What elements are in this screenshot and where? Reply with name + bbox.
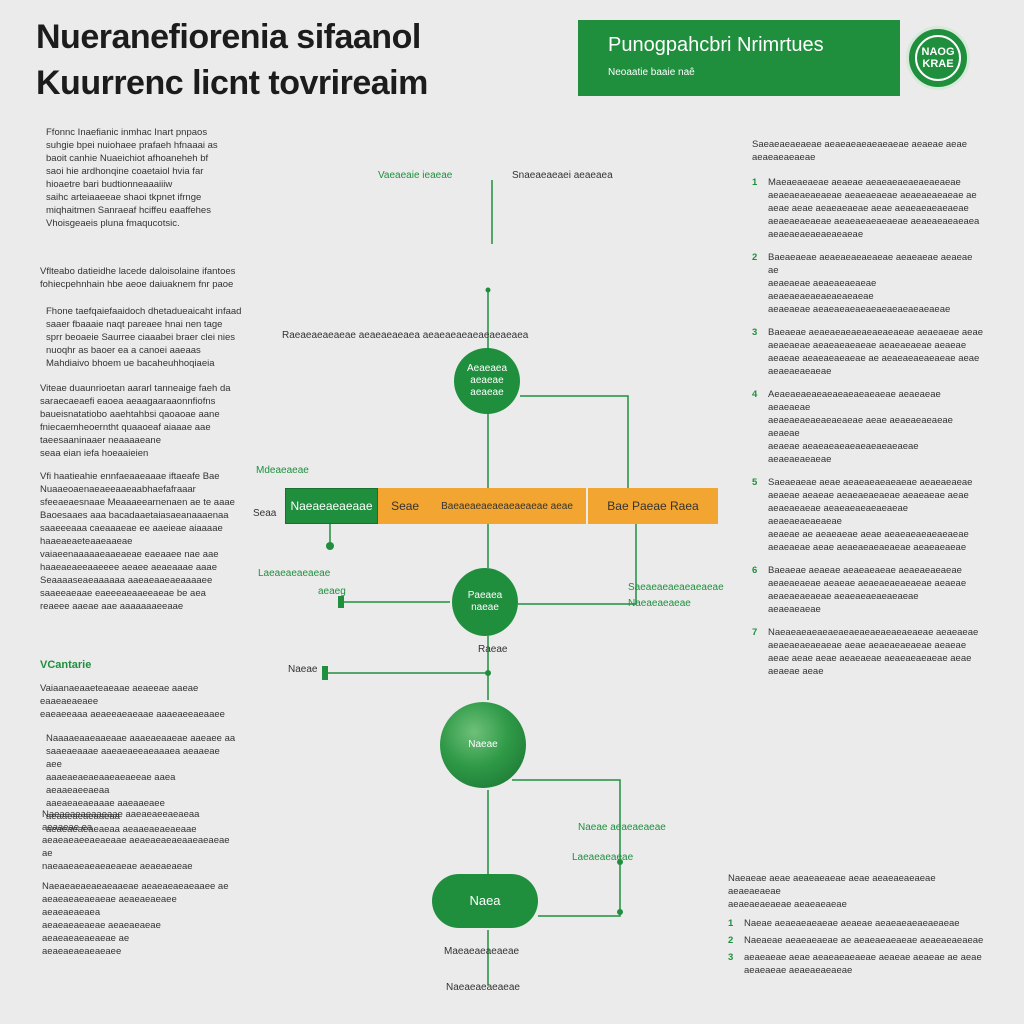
bottom-right-intro: Naeaeae aeae aeaeaeaeae aeae aeaeaeaeaea… — [728, 873, 936, 910]
left-paragraph-2: Vflteabo datieidhe lacede daloisolaine i… — [40, 266, 236, 290]
top-label-right: Snaeaeaeaei aeaeaea — [512, 170, 613, 181]
connector-dot-top — [485, 287, 491, 293]
right-branch-sublabel: Naeaeaeaeae — [628, 598, 691, 609]
seal-text: NAOG KRAE — [915, 35, 961, 81]
connector-cap-left — [338, 596, 344, 608]
banner-subtitle: Neoaatie baaie naê — [608, 67, 695, 78]
left-lower-paragraph-1: Vaiaanaeaaeteaeaae aeaeeae aaeae eaaeaea… — [40, 683, 225, 720]
connector-node1-right — [520, 395, 629, 488]
node-terminal: Naea — [432, 874, 538, 928]
left-paragraph-4: Viteae duaunrioetan aararl tanneaige fae… — [40, 383, 231, 459]
seal-icon: NAOG KRAE — [906, 26, 970, 90]
bar-segment-orange-2: Bae Paeae Raea — [588, 488, 718, 524]
bottom-right-notes: Naeaeae aeae aeaeaeaeae aeae aeaeaeaeaea… — [728, 872, 988, 981]
globe-icon: Naeae — [440, 702, 526, 788]
connector-globe-right — [512, 779, 621, 917]
left-small-label: Seaa — [253, 508, 277, 519]
left-paragraph-3: Fhone taefqaiefaaidoch dhetadueaicaht in… — [46, 306, 242, 369]
connector-dot-side — [485, 670, 491, 676]
row-label: Raeaeaeaeaeae aeaeaeaeaea aeaeaeaeaeaeae… — [282, 330, 529, 341]
connector-bar-right — [518, 524, 637, 605]
node-terminal-caption: Maeaeaeaeaeae — [444, 946, 520, 957]
banner-title: Punogpahcbri Nrimrtues — [608, 34, 824, 56]
left-branch-sublabel: aeaeg — [318, 586, 346, 597]
connector-dot-bar-left — [326, 542, 334, 550]
connector-dot-right — [617, 859, 623, 865]
bottom-label: Naeaeaeaeaeae — [446, 982, 520, 993]
title-line-1: Nueranefiorenia sifaanol — [36, 18, 421, 56]
top-label-left: Vaeaeaie ieaeae — [378, 170, 453, 181]
branch-label-3: Naeae aeaeaeaeae — [578, 822, 666, 833]
node-primary: Aeaeaea aeaeae aeaeae — [454, 348, 520, 414]
branch-label-4: Laeaeaeaeae — [572, 852, 634, 863]
node-secondary-caption: Raeae — [478, 644, 508, 655]
header-banner: Punogpahcbri Nrimrtues Neoaatie baaie na… — [578, 20, 900, 96]
title-line-2: Kuurrenc licnt tovrireaim — [36, 64, 428, 102]
left-section-heading: VCantarie — [40, 659, 92, 671]
side-tag: Naeae — [288, 664, 318, 675]
page-title: Nueranefiorenia sifaanol Kuurrenc licnt … — [36, 14, 536, 106]
bar-segment-green: Naeaeaeaeaae — [285, 488, 378, 524]
right-branch-label: Saeaeaeaeaeaeaeae — [628, 582, 724, 593]
left-paragraph-1: Ffonnc Inaefianic inmhac Inart pnpaos su… — [46, 127, 218, 229]
left-lower-paragraph-2: Naaaaeaaeaaeaae aaaeaeaaeae aaeaee aa sa… — [46, 733, 236, 835]
bar-segment-orange-1: Seae Baeaeaeaeaeaeaeaeae aeae — [378, 488, 586, 524]
right-column: Saeaeaeaeaeae aeaeaeaeaeaeaeae aeaeae ae… — [752, 138, 984, 688]
left-lower-paragraph-4: Naeaeaeaeaeaeaaeae aeaeaeaeaeaaee ae aea… — [42, 881, 229, 957]
left-paragraph-5: Vfi haatieahie ennfaeaaeaaae iftaeafe Ba… — [40, 471, 235, 612]
connector-cap-side — [322, 666, 328, 680]
left-lower-paragraph-3: Naeaeaeaeaaeaae aaeaeaeeaeaeaa aeaaeae e… — [42, 809, 230, 872]
node-secondary: Paeaea naeae — [452, 568, 518, 636]
right-intro: Saeaeaeaeaeae aeaeaeaeaeaeaeae aeaeae ae… — [752, 139, 968, 163]
left-branch-label: Laeaeaeaeaeae — [258, 568, 331, 579]
connector-dot-right-lower — [617, 909, 623, 915]
left-tag: Mdeaeaeae — [256, 465, 309, 476]
